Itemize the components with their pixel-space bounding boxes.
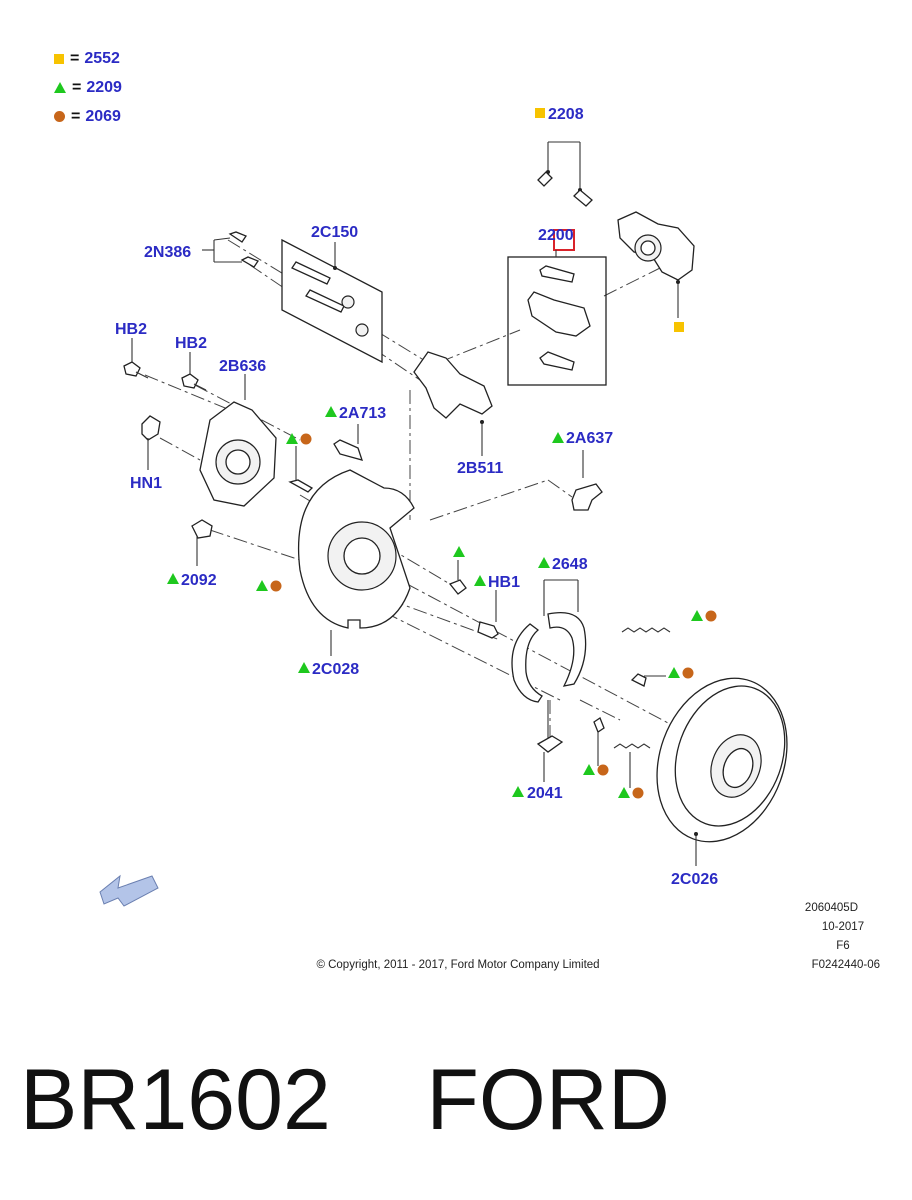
- legend-equals: =: [71, 107, 81, 125]
- illustration-number: F0242440-06: [812, 959, 880, 971]
- caliper-housing: [617, 211, 695, 318]
- square-icon: [54, 53, 64, 64]
- clip-2a637: [571, 450, 603, 511]
- drawing-metadata: 2060405D 10-2017 F6 F0242440-06 © Copyri…: [316, 902, 880, 971]
- caption-spacer: [331, 1052, 427, 1148]
- direction-arrow-icon: [99, 874, 159, 907]
- callout-hb2-b: HB2: [175, 335, 207, 352]
- nut-hn1: [141, 415, 161, 470]
- exploded-brake-diagram: 2208 2N386 2C150 2200 HB2 HB2 2B636 2A71…: [99, 106, 880, 971]
- triangle-icon: [325, 406, 337, 417]
- triangle-icon: [54, 82, 66, 93]
- circle-icon: [54, 111, 65, 122]
- sheet-code: F6: [836, 940, 849, 952]
- legend-value: 2209: [86, 78, 122, 96]
- square-icon: [535, 108, 545, 118]
- brake-rotor-2c026: [656, 677, 788, 866]
- callout-2200: 2200: [538, 227, 574, 244]
- callout-2a713: 2A713: [339, 405, 386, 422]
- bolts-hb2: [123, 338, 207, 391]
- legend-value: 2552: [84, 49, 120, 67]
- circle-icon: [682, 667, 694, 679]
- guide-pins-2208: [537, 141, 593, 207]
- triangle-icon: [583, 764, 595, 775]
- highlight-box: [553, 229, 575, 251]
- triangle-icon: [691, 610, 703, 621]
- legend: = 2552 = 2209 = 2069: [54, 44, 122, 131]
- circle-icon: [705, 610, 717, 622]
- shim-2a713: [288, 424, 364, 493]
- callout-hn1: HN1: [130, 475, 162, 492]
- legend-row-triangle: = 2209: [54, 73, 122, 102]
- triangle-icon: [298, 662, 310, 673]
- part-number: BR1602: [20, 1052, 331, 1148]
- triangle-icon: [668, 667, 680, 678]
- dust-cap-2092: [191, 519, 213, 566]
- bolts-2n386: [202, 231, 259, 268]
- circle-icon: [632, 787, 644, 799]
- triangle-icon: [286, 433, 298, 444]
- callout-hb2-a: HB2: [115, 321, 147, 338]
- callout-2c028: 2C028: [312, 661, 359, 678]
- triangle-icon: [512, 786, 524, 797]
- legend-value: 2069: [85, 107, 121, 125]
- callout-hb1: HB1: [488, 574, 520, 591]
- triangle-icon: [552, 432, 564, 443]
- callout-2041: 2041: [527, 785, 563, 802]
- callout-2a637: 2A637: [566, 430, 613, 447]
- triangle-icon: [538, 557, 550, 568]
- springs: [593, 627, 671, 788]
- circle-icon: [300, 433, 312, 445]
- callout-2092: 2092: [181, 572, 217, 589]
- triangle-icon: [256, 580, 268, 591]
- callout-2c026: 2C026: [671, 871, 718, 888]
- callout-labels: 2208 2N386 2C150 2200 HB2 HB2 2B636 2A71…: [115, 106, 718, 888]
- brand-name: FORD: [426, 1052, 671, 1148]
- kit-2c150: [281, 238, 383, 364]
- brake-shoes-2648: [511, 579, 587, 740]
- legend-equals: =: [72, 78, 82, 96]
- pad-kit-2200: [507, 229, 607, 386]
- callout-2c150: 2C150: [311, 224, 358, 241]
- legend-row-square: = 2552: [54, 44, 122, 73]
- triangle-icon: [474, 575, 486, 586]
- callout-2208: 2208: [548, 106, 584, 123]
- callout-2b511: 2B511: [457, 460, 503, 477]
- triangle-icon: [618, 787, 630, 798]
- square-icon: [674, 322, 684, 332]
- legend-equals: =: [70, 49, 80, 67]
- triangle-icon: [167, 573, 179, 584]
- adjuster-2041: [536, 735, 564, 782]
- circle-icon: [270, 580, 282, 592]
- callout-2b636: 2B636: [219, 358, 266, 375]
- doc-number: 2060405D: [805, 902, 858, 914]
- copyright-notice: © Copyright, 2011 - 2017, Ford Motor Com…: [316, 959, 599, 971]
- bolt-hb1: [448, 560, 499, 639]
- circle-icon: [597, 764, 609, 776]
- knuckle-2b636: [199, 374, 277, 507]
- triangle-icon: [453, 546, 465, 557]
- revision-date: 10-2017: [822, 921, 864, 933]
- callout-2n386: 2N386: [144, 244, 191, 261]
- caliper-bracket-2b511: [413, 351, 493, 456]
- callout-2648: 2648: [552, 556, 588, 573]
- product-caption: BR1602 FORD: [20, 1050, 900, 1160]
- backing-plate-2c028: [297, 469, 415, 656]
- legend-row-circle: = 2069: [54, 102, 122, 131]
